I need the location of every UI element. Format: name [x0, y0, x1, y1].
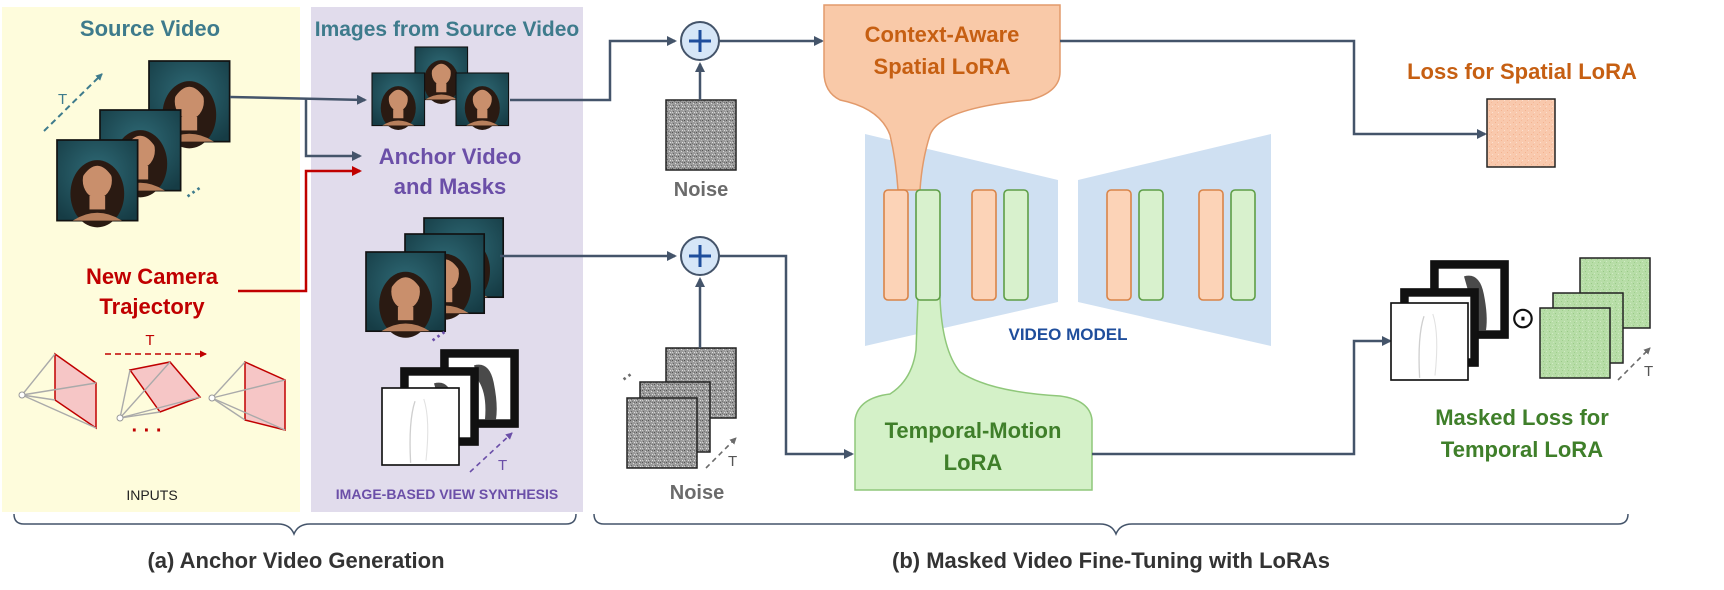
noise-time-arrow [705, 437, 737, 469]
noise-label-top: Noise [674, 179, 728, 201]
video-model-layers [883, 189, 1256, 301]
source-t-label: T [58, 91, 67, 108]
temporal-to-loss-arrow [1092, 336, 1392, 456]
source-to-anchor-arrow [304, 98, 362, 161]
temporal-lora-label-1: Temporal-Motion [885, 418, 1062, 443]
caption-b: (b) Masked Video Fine-Tuning with LoRAs [892, 548, 1330, 573]
anchor-label-1: Anchor Video [379, 144, 522, 169]
inputs-footer: INPUTS [126, 487, 177, 503]
noise-t-label: T [728, 453, 737, 470]
weights-time-arrow [1617, 347, 1651, 381]
camera-t-label: T [145, 332, 154, 349]
temporal-loss-label-2: Temporal LoRA [1441, 437, 1603, 462]
camera-to-anchor-arrow [238, 166, 362, 293]
hadamard-operator: ⊙ [1510, 302, 1535, 335]
camera-ellipsis: · · · [131, 420, 162, 442]
camera-label-1: New Camera [86, 264, 219, 289]
camera-label-2: Trajectory [99, 294, 205, 319]
spatial-lora-label-2: Spatial LoRA [874, 54, 1011, 79]
spatial-loss-label: Loss for Spatial LoRA [1407, 59, 1637, 84]
camera-frustum-3 [208, 360, 286, 431]
source-time-arrow [43, 73, 103, 132]
temporal-lora-label-2: LoRA [944, 450, 1003, 475]
noise-ellipsis: ·· [617, 365, 638, 388]
anchor-label-2: and Masks [394, 174, 507, 199]
images-to-plus-arrow [510, 36, 677, 102]
brace-b [593, 513, 1629, 537]
noise-stack-bottom [626, 347, 737, 469]
camera-frustum-1 [18, 352, 97, 430]
mask-t-label: T [498, 457, 507, 474]
spatial-lora-label-1: Context-Aware [865, 22, 1020, 47]
video-model-label: VIDEO MODEL [1008, 325, 1127, 344]
temporal-lora-block [854, 297, 1093, 491]
noise-label-bottom: Noise [670, 482, 724, 504]
weights-t-label: T [1644, 363, 1653, 380]
spatial-to-loss-arrow [1060, 39, 1487, 139]
spatial-loss-image [1486, 98, 1556, 168]
temporal-loss-weights [1539, 257, 1651, 379]
temporal-loss-masks [1390, 260, 1509, 381]
plus-to-temporal-arrow [719, 254, 854, 459]
mask-time-arrow [469, 432, 513, 473]
ibvs-title: Images from Source Video [315, 18, 580, 41]
source-to-images-arrow [229, 94, 367, 105]
temporal-loss-label-1: Masked Loss for [1435, 405, 1609, 430]
ibvs-footer: IMAGE-BASED VIEW SYNTHESIS [336, 486, 558, 502]
caption-a: (a) Anchor Video Generation [147, 548, 444, 573]
camera-frustum-2 [116, 361, 202, 422]
source-video-title: Source Video [80, 16, 220, 41]
noise-image-top [665, 99, 737, 171]
brace-a [13, 513, 577, 537]
